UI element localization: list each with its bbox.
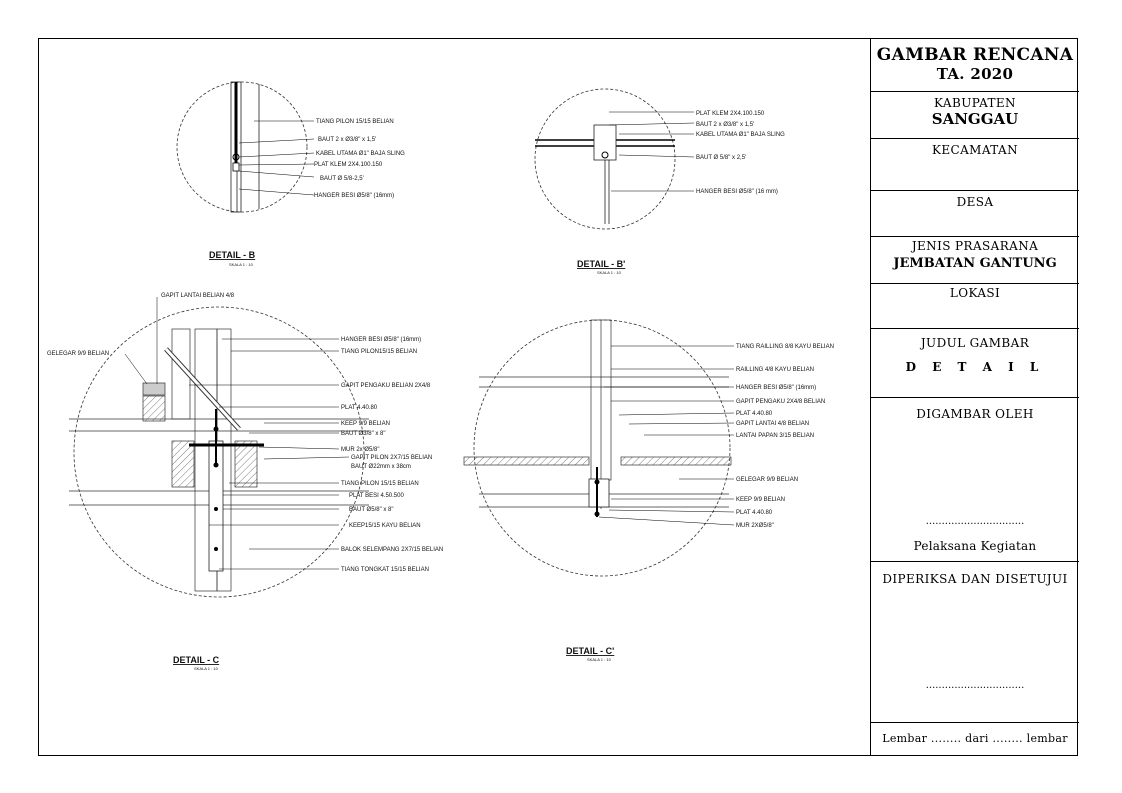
detail-b-label: BAUT Ø 5/8-2,5' (320, 176, 364, 182)
detail-c-label: KEEP15/15 KAYU BELIAN (349, 523, 421, 529)
detail-b-label: KABEL UTAMA Ø1" BAJA SLING (316, 151, 405, 157)
judul-gambar-value: D E T A I L (905, 360, 1045, 374)
kabupaten-value: SANGGAU (931, 110, 1019, 128)
digambar-oleh-cell: DIGAMBAR OLEH ..........................… (871, 398, 1079, 562)
lokasi-label: LOKASI (949, 286, 1001, 300)
kabupaten-label: KABUPATEN (934, 96, 1016, 110)
drawing-year: TA. 2020 (936, 65, 1014, 83)
kecamatan-cell: KECAMATAN (871, 139, 1079, 191)
judul-gambar-label: JUDUL GAMBAR (920, 336, 1030, 350)
detail-c-prime-label: RAILLING 4/8 KAYU BELIAN (736, 367, 814, 373)
kecamatan-label: KECAMATAN (932, 143, 1018, 157)
detail-c-label: MUR 2x Ø5/8" (341, 447, 379, 453)
detail-b: TIANG PILON 15/15 BELIAN BAUT 2 x Ø3/8" … (176, 81, 405, 267)
detail-b-prime-title: DETAIL - B' (577, 259, 625, 269)
detail-c-prime-label: PLAT 4.40.80 (736, 510, 773, 516)
detail-c-label: PLAT 4.40.80 (341, 405, 378, 411)
detail-c-label: HANGER BESI Ø5/8" (16mm) (341, 337, 421, 343)
detail-c-prime: TIANG RAILLING 8/8 KAYU BELIAN RAILLING … (463, 319, 834, 662)
detail-c-prime-label: MUR 2XØ5/8" (736, 523, 774, 529)
pelaksana-kegiatan: Pelaksana Kegiatan (913, 539, 1037, 553)
detail-c-label: GELEGAR 9/9 BELIAN (47, 351, 109, 357)
detail-c-prime-label: HANGER BESI Ø5/8" (16mm) (736, 385, 816, 391)
detail-c-label: GAPIT PILON 2X7/15 BELIAN (351, 455, 432, 461)
detail-b-title: DETAIL - B (209, 250, 256, 260)
detail-b-prime-label: BAUT 2 x Ø3/8" x 1,5' (696, 122, 754, 128)
desa-cell: DESA (871, 191, 1079, 237)
jenis-prasarana-label: JENIS PRASARANA (911, 239, 1039, 253)
lembar-cell: Lembar ........ dari ........ lembar (871, 723, 1079, 756)
detail-c-label: TIANG PILON15/15 BELIAN (341, 349, 417, 355)
detail-b-scale: SKALA 1 : 10 (229, 262, 254, 267)
detail-c-prime-label: GAPIT LANTAI 4/8 BELIAN (736, 421, 809, 427)
detail-b-label: TIANG PILON 15/15 BELIAN (316, 119, 394, 125)
desa-label: DESA (956, 195, 994, 209)
diperiksa-cell: DIPERIKSA DAN DISETUJUI ................… (871, 562, 1079, 723)
detail-c-scale: SKALA 1 : 10 (194, 666, 219, 671)
detail-c-prime-label: GELEGAR 9/9 BELIAN (736, 477, 798, 483)
detail-c-prime-scale: SKALA 1 : 10 (587, 657, 612, 662)
jenis-prasarana-cell: JENIS PRASARANA JEMBATAN GANTUNG (871, 237, 1079, 284)
detail-c-label: GAPIT PENGAKU BELIAN 2X4/8 (341, 383, 431, 389)
drawing-area: TIANG PILON 15/15 BELIAN BAUT 2 x Ø3/8" … (47, 81, 834, 671)
detail-b-prime-label: PLAT KLEM 2X4.100.150 (696, 111, 765, 117)
kabupaten-cell: KABUPATEN SANGGAU (871, 92, 1079, 139)
signature-line: ............................... (925, 516, 1025, 527)
detail-c-prime-label: LANTAI PAPAN 3/15 BELIAN (736, 433, 814, 439)
judul-gambar-cell: JUDUL GAMBAR D E T A I L (871, 329, 1079, 398)
detail-c-label: TIANG TONGKAT 15/15 BELIAN (341, 567, 429, 573)
detail-c-label: TIANG PILON 15/15 BELIAN (341, 481, 419, 487)
drawing-title: GAMBAR RENCANA (876, 45, 1074, 65)
detail-c-label: GAPIT LANTAI BELIAN 4/8 (161, 293, 235, 299)
detail-c-prime-label: PLAT 4.40.80 (736, 411, 773, 417)
signature-line: ............................... (925, 680, 1025, 691)
jenis-prasarana-value: JEMBATAN GANTUNG (893, 256, 1057, 271)
detail-c-label: PLAT BESI 4.50.500 (349, 493, 404, 499)
detail-b-prime-label: BAUT Ø 5/8" x 2,5' (696, 155, 746, 161)
detail-c-label: BAUT Ø3/8" x 8" (341, 431, 386, 437)
detail-b-prime-label: HANGER BESI Ø5/8" (16 mm) (696, 189, 778, 195)
detail-c-label: BAUT Ø22mm x 38cm (351, 464, 411, 470)
detail-b-prime-label: KABEL UTAMA Ø1" BAJA SLING (696, 132, 785, 138)
title-cell: GAMBAR RENCANA TA. 2020 (871, 39, 1079, 92)
diperiksa-label: DIPERIKSA DAN DISETUJUI (882, 572, 1068, 586)
detail-b-label: BAUT 2 x Ø3/8" x 1,5' (318, 137, 376, 143)
lembar-text: Lembar ........ dari ........ lembar (882, 732, 1068, 745)
detail-b-prime: PLAT KLEM 2X4.100.150 BAUT 2 x Ø3/8" x 1… (534, 88, 785, 275)
detail-c-prime-label: GAPIT PENGAKU 2X4/8 BELIAN (736, 399, 825, 405)
detail-c-prime-label: KEEP 9/9 BELIAN (736, 497, 785, 503)
detail-c-prime-title: DETAIL - C' (566, 646, 614, 656)
detail-c-label: KEEP 9/9 BELIAN (341, 421, 390, 427)
detail-b-label: HANGER BESI Ø5/8" (16mm) (314, 193, 394, 199)
digambar-oleh-label: DIGAMBAR OLEH (916, 407, 1034, 421)
detail-c: GAPIT LANTAI BELIAN 4/8 GELEGAR 9/9 BELI… (47, 293, 443, 671)
drawing-sheet: TIANG PILON 15/15 BELIAN BAUT 2 x Ø3/8" … (38, 38, 1079, 756)
detail-c-title: DETAIL - C (173, 655, 220, 665)
lokasi-cell: LOKASI (871, 284, 1079, 329)
detail-b-label: PLAT KLEM 2X4.100.150 (314, 162, 383, 168)
detail-c-prime-label: TIANG RAILLING 8/8 KAYU BELIAN (736, 344, 834, 350)
detail-c-label: BALOK SELEMPANG 2X7/15 BELIAN (341, 547, 443, 553)
detail-c-label: BAUT Ø5/8" x 8" (349, 507, 394, 513)
detail-b-prime-scale: SKALA 1 : 10 (597, 270, 622, 275)
title-block: GAMBAR RENCANA TA. 2020 KABUPATEN SANGGA… (870, 39, 1079, 756)
